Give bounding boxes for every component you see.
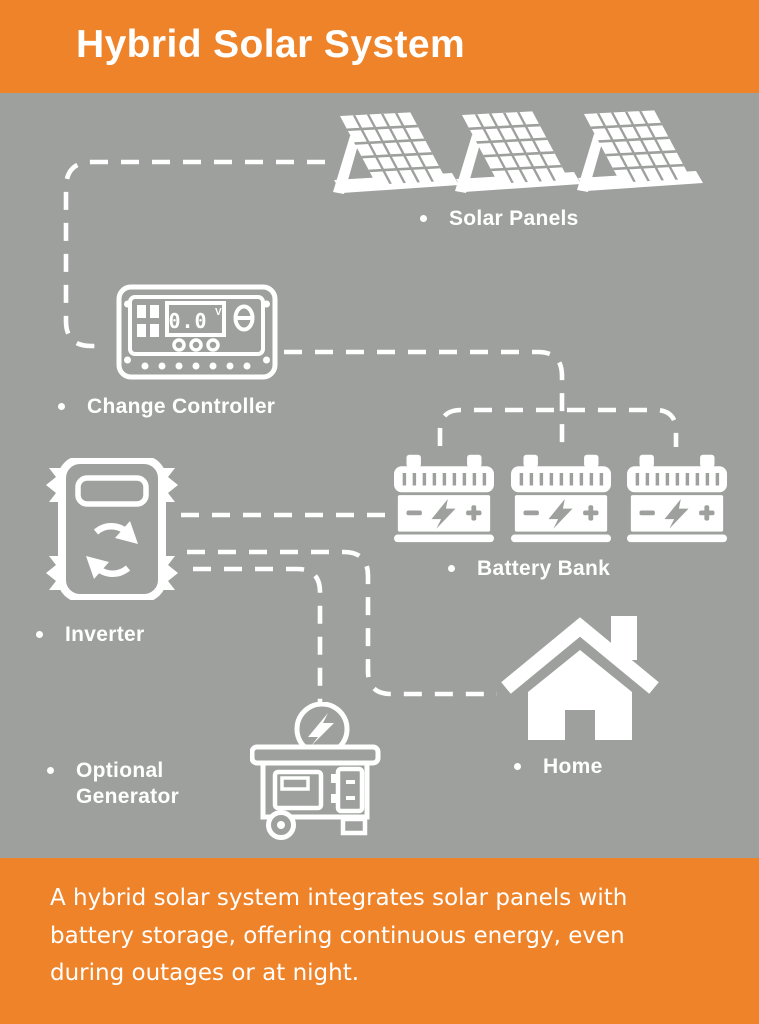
solar-panel-icon — [448, 107, 582, 201]
label-text: Home — [543, 755, 603, 778]
connection-battery-bus — [437, 407, 679, 447]
diagram-canvas: 0.0 V — [0, 93, 759, 858]
footer: A hybrid solar system integrates solar p… — [0, 858, 759, 1024]
bullet-dot — [514, 763, 521, 770]
bullet-dot — [448, 565, 455, 572]
battery-icon — [511, 452, 611, 544]
label-text: Battery Bank — [477, 557, 611, 580]
label-generator: Optional Generator — [47, 758, 217, 810]
battery-icon — [627, 452, 727, 544]
label-battery-bank: Battery Bank — [448, 556, 610, 582]
inverter-icon — [46, 458, 178, 600]
label-home: Home — [514, 754, 603, 780]
battery-icon — [394, 452, 494, 544]
footer-line: during outages or at night. — [50, 960, 360, 986]
connection-inverter-to-generator — [193, 566, 323, 705]
controller-display-value: 0.0 — [168, 309, 207, 333]
bullet-dot — [47, 767, 54, 774]
label-charge-controller: Change Controller — [58, 394, 275, 420]
bullet-dot — [420, 215, 427, 222]
label-text: Solar Panels — [449, 207, 579, 230]
label-text: Optional Generator — [76, 759, 180, 808]
solar-panel-icon — [570, 106, 704, 200]
footer-line: A hybrid solar system integrates solar p… — [50, 885, 628, 911]
label-inverter: Inverter — [36, 622, 144, 648]
solar-panel-icon — [326, 108, 460, 202]
footer-line: battery storage, offering continuous ene… — [50, 922, 625, 949]
door — [565, 710, 595, 740]
label-solar-panels: Solar Panels — [420, 206, 579, 232]
generator-icon — [250, 702, 381, 840]
controller-buttons — [172, 338, 220, 352]
controller-terminals — [141, 362, 251, 370]
header: Hybrid Solar System — [0, 0, 759, 93]
connection-controller-to-batteries — [284, 349, 565, 444]
charge-controller-icon: 0.0 V — [116, 284, 278, 380]
label-text: Inverter — [65, 623, 145, 646]
controller-display-unit: V — [215, 307, 222, 318]
bolt-icon — [308, 713, 334, 746]
bullet-dot — [58, 403, 65, 410]
lightning-circle-icon — [294, 702, 350, 757]
home-icon — [501, 616, 659, 740]
bullet-dot — [36, 631, 43, 638]
wheel-icon — [266, 810, 296, 840]
footer-description: A hybrid solar system integrates solar p… — [50, 880, 627, 993]
sync-arrows-icon — [86, 521, 138, 579]
label-text: Change Controller — [87, 395, 276, 418]
page-title: Hybrid Solar System — [76, 22, 466, 66]
